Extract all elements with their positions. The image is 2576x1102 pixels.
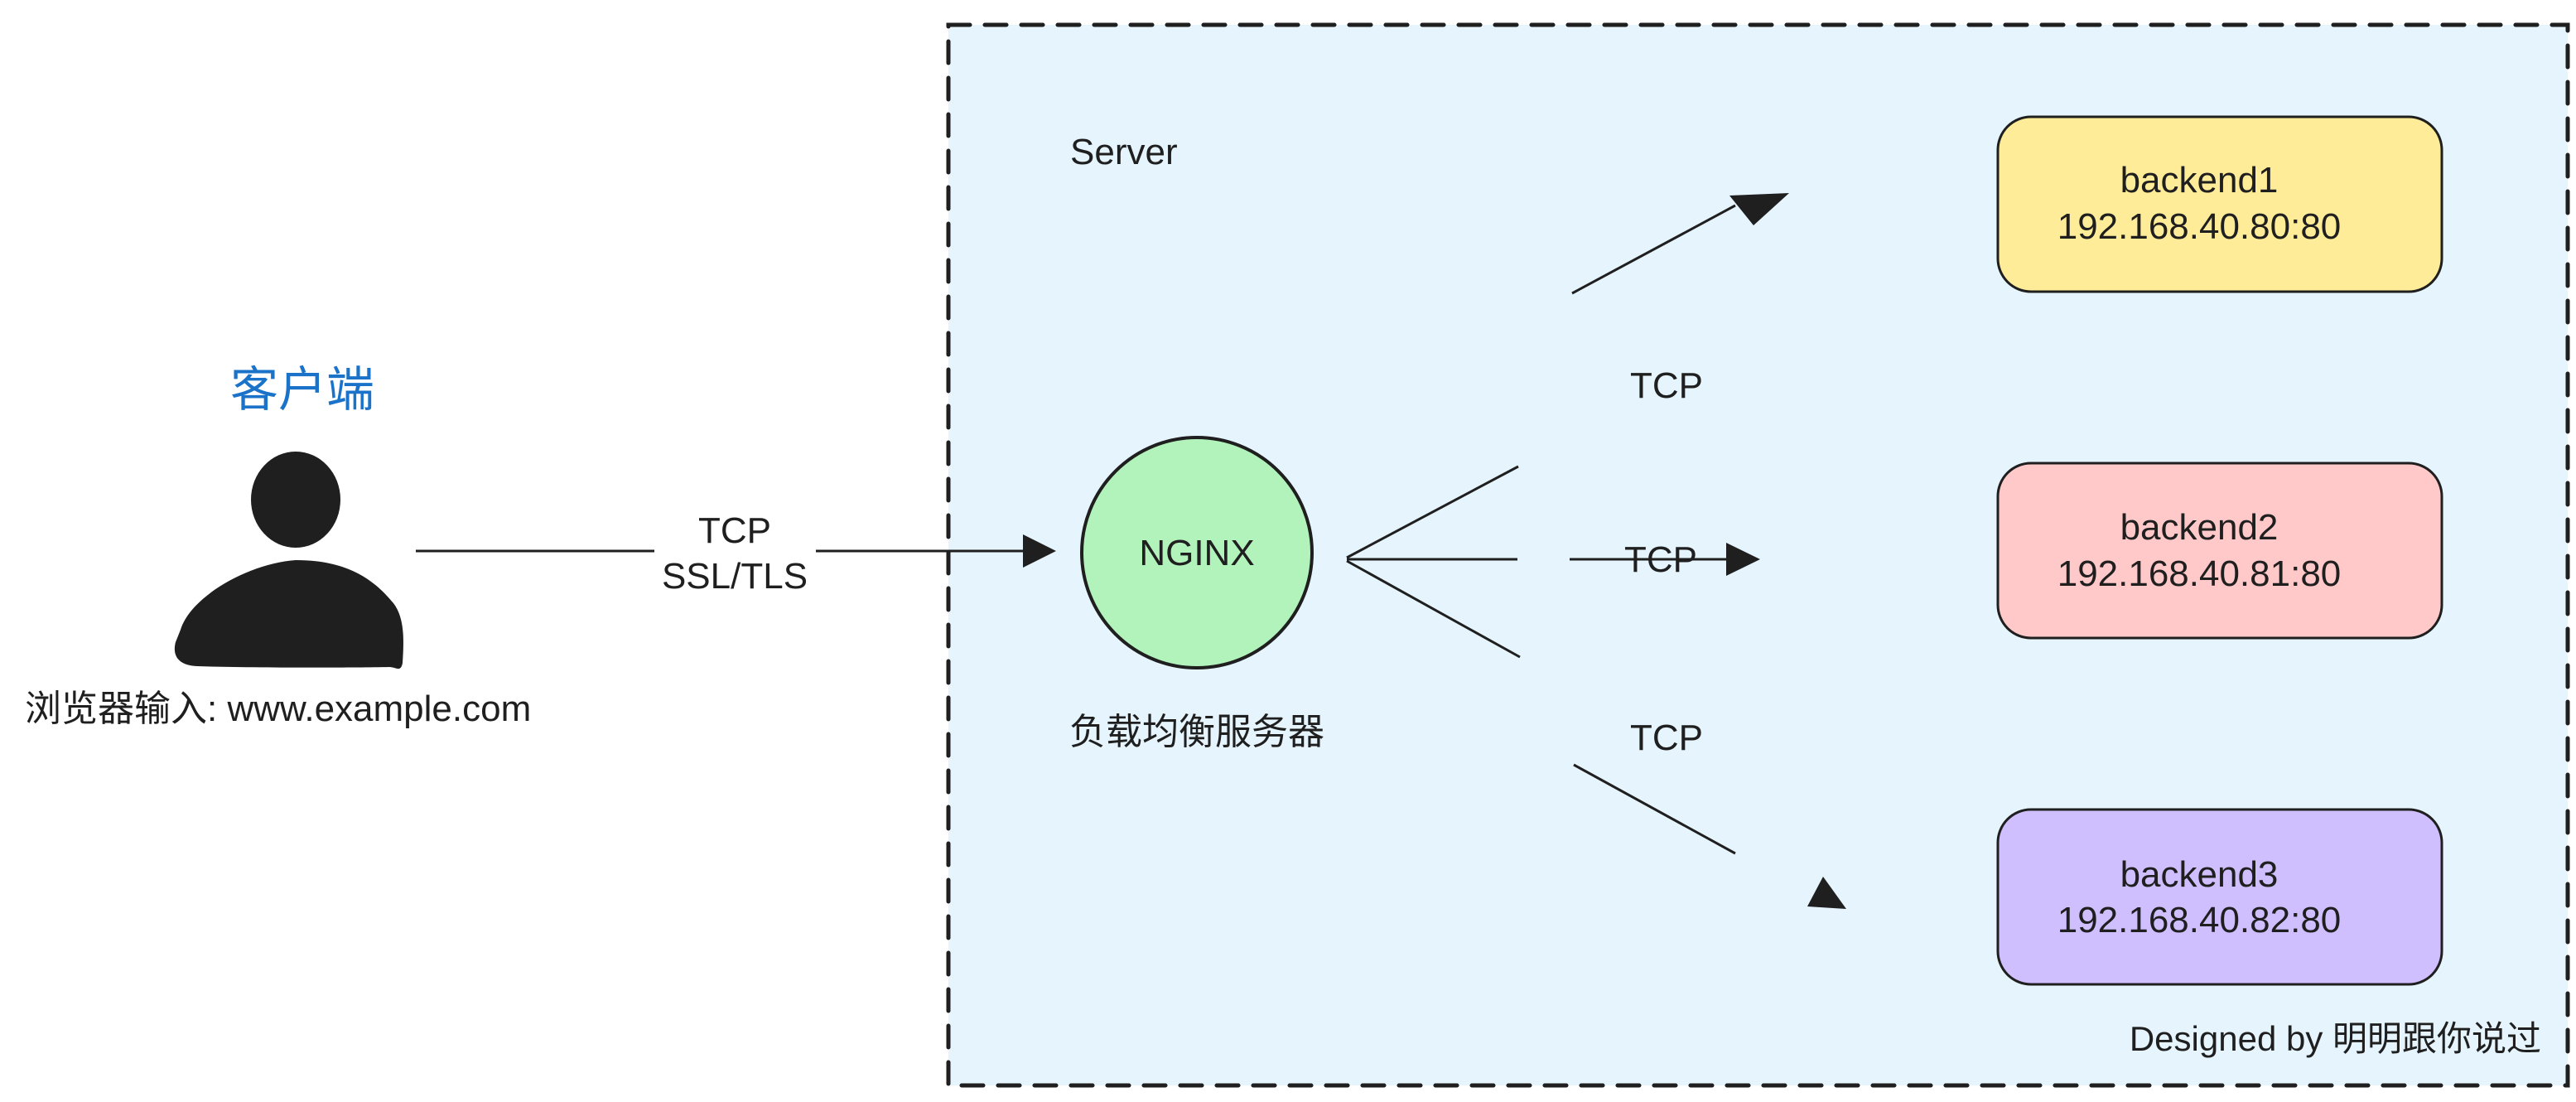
edge-lb-to-backend3: TCP	[1346, 559, 1846, 909]
nginx-node[interactable]: NGINX 负载均衡服务器	[1069, 436, 1324, 752]
edge-lb-to-backend3-label: TCP	[1630, 718, 1703, 758]
backend-node-2[interactable]: backend2 192.168.40.81:80	[1996, 462, 2443, 640]
backend-name: backend3	[2120, 854, 2279, 895]
backend-address: 192.168.40.81:80	[2057, 553, 2342, 594]
client-caption: 浏览器输入: www.example.com	[25, 689, 531, 729]
edge-lb-to-backend1: TCP	[1346, 193, 1789, 559]
arrowhead	[1729, 193, 1789, 225]
arrowhead	[1023, 534, 1056, 568]
nginx-node-caption: 负载均衡服务器	[1069, 712, 1324, 752]
arrowhead	[1807, 877, 1846, 909]
edge-client-to-lb-label-security: SSL/TLS	[662, 556, 808, 597]
server-group-label: Server	[1070, 132, 1178, 172]
backend-node-1[interactable]: backend1 192.168.40.80:80	[1996, 115, 2443, 293]
backend-name: backend2	[2120, 507, 2279, 548]
nginx-node-label: NGINX	[1139, 533, 1254, 573]
edge-client-to-lb: TCP SSL/TLS	[416, 510, 1056, 597]
edge-lb-to-backend2-label: TCP	[1624, 539, 1697, 580]
backend-address: 192.168.40.82:80	[2057, 900, 2342, 940]
backend-node-3[interactable]: backend3 192.168.40.82:80	[1996, 808, 2443, 986]
edge-client-to-lb-label-protocol: TCP	[698, 510, 771, 551]
backend-name: backend1	[2120, 160, 2279, 201]
user-icon	[174, 452, 403, 669]
edge-lb-to-backend2: TCP	[1347, 539, 1760, 580]
backend-address: 192.168.40.80:80	[2057, 206, 2342, 247]
client: 客户端 浏览器输入: www.example.com	[25, 363, 531, 729]
edge-lb-to-backend1-label: TCP	[1630, 365, 1703, 406]
arrowhead	[1726, 543, 1760, 576]
client-title: 客户端	[230, 363, 374, 417]
footer-credit: Designed by 明明跟你说过	[2130, 1019, 2541, 1058]
